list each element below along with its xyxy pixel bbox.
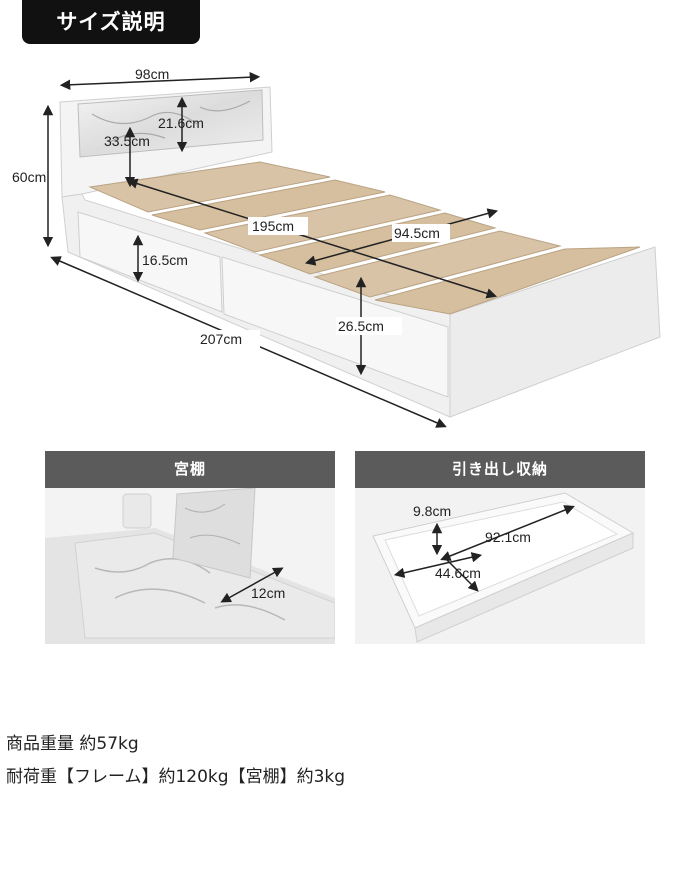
label-length: 207cm — [200, 331, 242, 347]
label-inner-length: 195cm — [252, 218, 294, 234]
label-width: 98cm — [135, 66, 169, 82]
spec-load: 耐荷重【フレーム】約120kg【宮棚】約3kg — [6, 767, 346, 787]
label-side-height: 26.5cm — [338, 318, 384, 334]
label-drawer-height: 9.8cm — [413, 503, 451, 519]
section-title: サイズ説明 — [22, 0, 200, 44]
shelf-panel-title: 宮棚 — [45, 451, 335, 488]
shelf-panel: 宮棚 12cm — [45, 451, 335, 644]
label-headboard-height: 33.5cm — [104, 133, 150, 149]
label-drawer-length: 92.1cm — [485, 529, 531, 545]
label-underbed-clearance: 16.5cm — [142, 252, 188, 268]
bed-side-panel — [449, 246, 661, 418]
spec-weight: 商品重量 約57kg — [6, 734, 139, 754]
shelf-photo: 12cm — [45, 488, 335, 644]
bed-dimension-figure: 98cm 60cm 21.6cm 33.5cm 195cm 94.5cm 16.… — [12, 66, 661, 428]
label-shelf-depth: 21.6cm — [158, 115, 204, 131]
label-height: 60cm — [12, 169, 46, 185]
drawer-panel: 引き出し収納 9.8cm 92.1cm 44.6cm — [355, 451, 645, 644]
headboard-marble-panel — [77, 89, 264, 158]
label-drawer-depth: 44.6cm — [435, 565, 481, 581]
label-shelf-panel-depth: 12cm — [251, 585, 285, 601]
drawer-photo: 9.8cm 92.1cm 44.6cm — [355, 488, 645, 644]
drawer-panel-title: 引き出し収納 — [355, 451, 645, 488]
label-inner-width: 94.5cm — [394, 225, 440, 241]
